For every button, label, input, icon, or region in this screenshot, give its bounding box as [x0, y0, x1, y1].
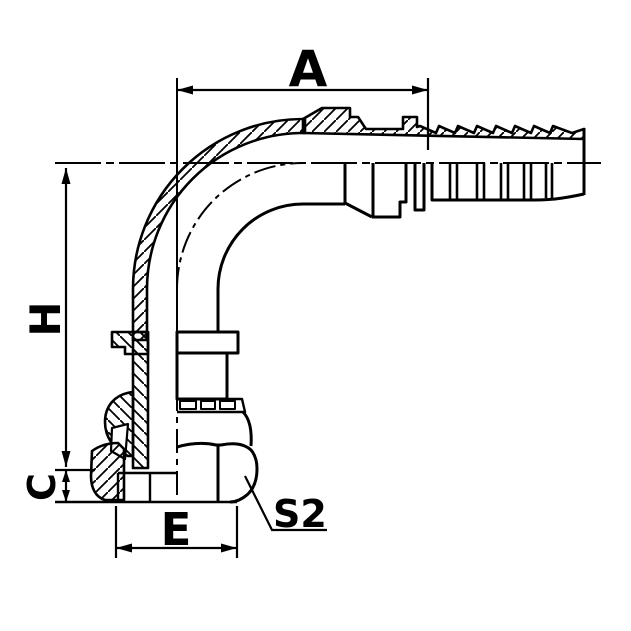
barb-bottom-edge — [430, 163, 585, 202]
thread-band-outline — [177, 397, 247, 414]
thread-crests — [179, 400, 236, 410]
dimension-e — [114, 506, 239, 558]
ferrule-notch-piece — [413, 163, 426, 212]
exterior-outlines — [55, 128, 586, 504]
lower-collar-section — [89, 441, 126, 502]
s2-leader-line — [244, 475, 327, 532]
dim-e-arrow-left — [116, 543, 132, 553]
dimension-c — [62, 470, 70, 502]
dim-a-arrow-left — [177, 85, 193, 95]
dim-h-arrow-top — [61, 168, 71, 184]
dimension-h-label: H — [21, 301, 70, 336]
hose-tail-upper-wall-section — [301, 106, 586, 141]
neck-exterior — [175, 351, 229, 401]
dimension-a — [177, 78, 430, 150]
callout-s2 — [244, 475, 327, 532]
dim-a-arrow-right — [412, 85, 428, 95]
dim-h-arrow-bottom — [61, 451, 71, 467]
flange-plate-exterior — [175, 330, 240, 355]
bend-inner-exterior-curve — [216, 202, 345, 332]
dimension-e-label: E — [161, 503, 192, 556]
dim-c-arrow-top — [62, 470, 70, 482]
dim-e-arrow-right — [221, 543, 237, 553]
tail-cone-and-collar — [343, 163, 408, 219]
dimension-h — [61, 168, 71, 467]
nut-shoulder-curve — [241, 410, 253, 447]
flange-section — [110, 330, 150, 356]
bend-centerline-arc — [176, 162, 304, 290]
hex-nut-outline — [176, 441, 259, 504]
dim-c-arrow-bottom — [62, 490, 70, 502]
callout-s2-label: S2 — [273, 492, 327, 536]
dimension-c-label: C — [20, 473, 64, 501]
sectioned-walls — [89, 106, 586, 502]
dimension-a-label: A — [289, 40, 328, 98]
barb-rib-lines — [448, 163, 554, 200]
thread-bore-lines — [116, 471, 177, 502]
